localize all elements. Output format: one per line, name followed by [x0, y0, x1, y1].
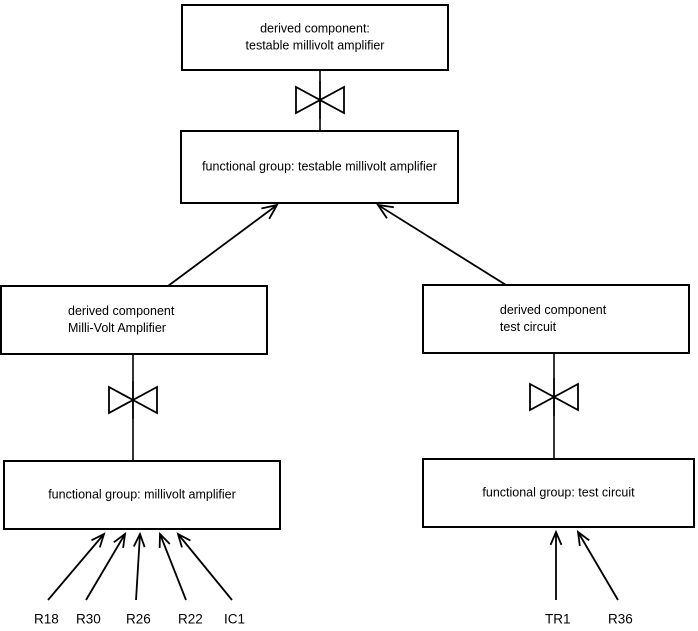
- leaf-label-r18: R18: [34, 612, 59, 627]
- arrowhead-leaf-r30: [113, 532, 127, 548]
- leaf-part-millivolt-amplifier-parts-r22[interactable]: [159, 533, 187, 601]
- leaf-line-ic1: [177, 533, 233, 601]
- leaf-line-r36: [577, 531, 619, 601]
- bowtie-connector-bowtie-left[interactable]: [108, 354, 158, 461]
- arrowhead-leaf-ic1: [176, 532, 191, 548]
- leaf-label-r30: R30: [76, 612, 101, 627]
- node-label-derived-test-circuit-line-1: test circuit: [500, 320, 557, 334]
- leaf-label-r22: R22: [178, 612, 203, 627]
- node-box-derived-testable-millivolt-amplifier[interactable]: [181, 4, 449, 71]
- leaf-part-millivolt-amplifier-parts-r30[interactable]: [85, 533, 126, 601]
- leaf-part-test-circuit-parts-r36[interactable]: [577, 531, 619, 601]
- connector-layer: [108, 70, 579, 461]
- node-label-fg-test-circuit-line-0: functional group: test circuit: [482, 485, 635, 499]
- bowtie-left-triangle-bowtie-right: [529, 382, 556, 412]
- leaf-line-r18: [47, 533, 105, 601]
- node-label-fg-millivolt-amplifier-line-0: functional group: millivolt amplifier: [48, 487, 236, 501]
- relation-line-rel-amplifier-to-testable: [167, 204, 278, 287]
- leaf-line-r30: [85, 533, 126, 601]
- node-box-fg-testable-millivolt-amplifier[interactable]: [180, 130, 459, 204]
- relation-layer: [167, 203, 507, 287]
- relation-line-rel-testcircuit-to-testable: [377, 204, 507, 286]
- leaf-layer: [47, 529, 619, 601]
- node-label-derived-testable-millivolt-amplifier-line-1: testable millivolt amplifier: [246, 38, 385, 52]
- bowtie-connector-bowtie-right[interactable]: [529, 353, 579, 459]
- arrowhead-rel-amplifier-to-testable: [261, 203, 279, 220]
- relation-rel-amplifier-to-testable[interactable]: [167, 204, 278, 287]
- arrowhead-leaf-tr1: [549, 529, 563, 546]
- label-layer: derived component: testable millivolt amp…: [34, 21, 635, 626]
- node-label-derived-test-circuit-line-0: derived component: [500, 303, 607, 317]
- node-box-fg-millivolt-amplifier[interactable]: [3, 460, 281, 530]
- leaf-label-r36: R36: [608, 612, 633, 627]
- bowtie-left-triangle-bowtie-top: [295, 85, 322, 115]
- node-label-fg-testable-millivolt-amplifier-line-0: functional group: testable millivolt amp…: [202, 159, 437, 173]
- arrowhead-rel-testcircuit-to-testable: [376, 203, 394, 219]
- node-label-derived-milli-volt-amplifier-line-0: derived component: [68, 304, 175, 318]
- arrowhead-leaf-r22: [158, 531, 171, 549]
- leaf-label-ic1: IC1: [224, 612, 245, 627]
- leaf-line-r22: [159, 533, 187, 601]
- arrowhead-leaf-r26: [132, 531, 146, 548]
- leaf-part-millivolt-amplifier-parts-ic1[interactable]: [177, 533, 233, 601]
- leaf-part-millivolt-amplifier-parts-r26[interactable]: [135, 533, 141, 601]
- bowtie-right-triangle-bowtie-right: [552, 382, 579, 412]
- leaf-label-r26: R26: [126, 612, 151, 627]
- relation-rel-testcircuit-to-testable[interactable]: [377, 204, 507, 286]
- leaf-part-millivolt-amplifier-parts-r18[interactable]: [47, 533, 105, 601]
- box-layer: [0, 4, 695, 530]
- node-box-derived-test-circuit[interactable]: [422, 284, 690, 354]
- bowtie-left-triangle-bowtie-left: [108, 385, 135, 415]
- bowtie-right-triangle-bowtie-top: [318, 85, 345, 115]
- node-box-fg-test-circuit[interactable]: [422, 458, 695, 528]
- leaf-line-r26: [135, 533, 141, 601]
- arrowhead-leaf-r18: [91, 532, 106, 548]
- node-label-derived-testable-millivolt-amplifier-line-0: derived component:: [260, 21, 370, 35]
- arrowhead-leaf-r36: [576, 530, 590, 546]
- bowtie-connector-bowtie-top[interactable]: [295, 70, 345, 131]
- node-label-derived-milli-volt-amplifier-line-1: Milli-Volt Amplifier: [68, 321, 166, 335]
- bowtie-right-triangle-bowtie-left: [131, 385, 158, 415]
- leaf-label-tr1: TR1: [545, 612, 571, 627]
- node-box-derived-milli-volt-amplifier[interactable]: [0, 285, 268, 355]
